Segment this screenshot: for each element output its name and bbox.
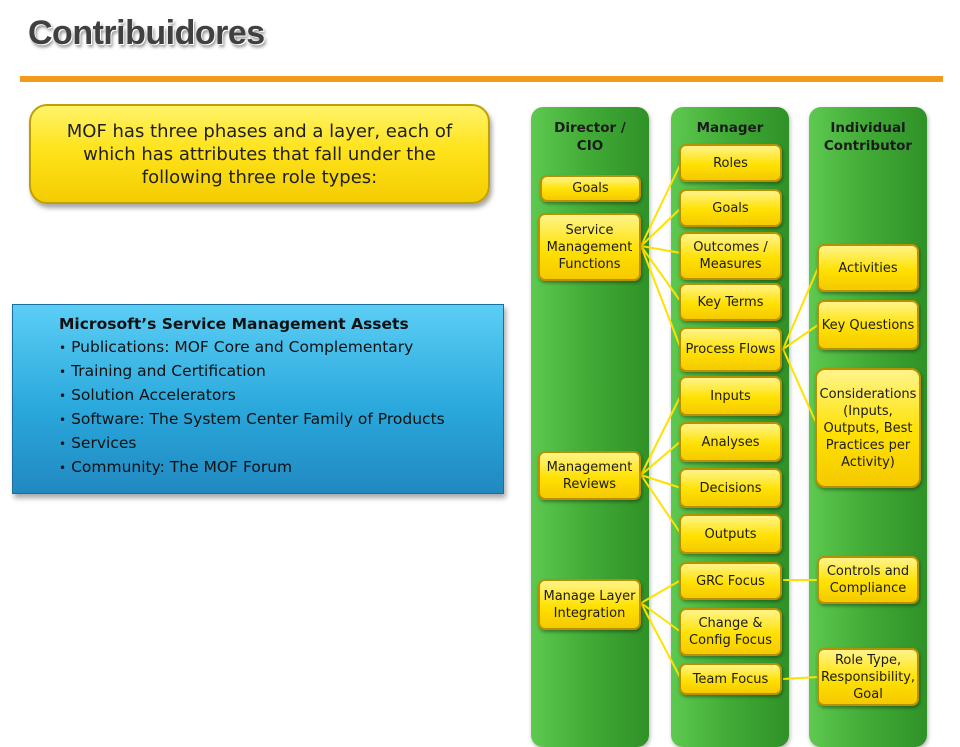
title-underline [20, 76, 943, 82]
individual-box: Role Type, Responsibility, Goal [817, 648, 919, 706]
director-box: Service Management Functions [538, 213, 641, 281]
manager-box: Outputs [679, 514, 782, 554]
manager-box: Process Flows [679, 327, 782, 372]
manager-box: Outcomes / Measures [679, 232, 782, 280]
assets-list: Publications: MOF Core and Complementary… [59, 336, 493, 480]
manager-box: Analyses [679, 422, 782, 462]
assets-item: Community: The MOF Forum [59, 456, 493, 480]
manager-box: Goals [679, 189, 782, 227]
director-column-heading: Director / CIO [554, 120, 626, 154]
connector-lines [640, 162, 819, 680]
director-box: Management Reviews [538, 451, 641, 500]
intro-callout: MOF has three phases and a layer, each o… [29, 104, 490, 204]
assets-item: Software: The System Center Family of Pr… [59, 408, 493, 432]
director-box: Manage Layer Integration [538, 579, 641, 630]
page-title: Contribuidores [28, 14, 265, 52]
manager-box: Decisions [679, 468, 782, 508]
assets-item: Services [59, 432, 493, 456]
individual-box: Controls and Compliance [817, 556, 919, 604]
assets-item: Training and Certification [59, 360, 493, 384]
manager-column-heading: Manager [696, 120, 764, 136]
individual-box: Activities [817, 244, 919, 292]
assets-panel: Microsoft’s Service Management Assets Pu… [12, 304, 504, 494]
manager-box: Change & Config Focus [679, 608, 782, 656]
individual-column-heading: Individual Contributor [823, 120, 913, 154]
manager-box: Key Terms [679, 283, 782, 321]
individual-box: Considerations (Inputs, Outputs, Best Pr… [815, 368, 921, 488]
manager-box: GRC Focus [679, 562, 782, 600]
manager-box: Inputs [679, 376, 782, 416]
assets-item: Solution Accelerators [59, 384, 493, 408]
assets-heading: Microsoft’s Service Management Assets [59, 315, 409, 333]
individual-box: Key Questions [817, 300, 919, 350]
manager-box: Team Focus [679, 663, 782, 695]
assets-item: Publications: MOF Core and Complementary [59, 336, 493, 360]
manager-box: Roles [679, 144, 782, 182]
director-box: Goals [540, 175, 641, 202]
